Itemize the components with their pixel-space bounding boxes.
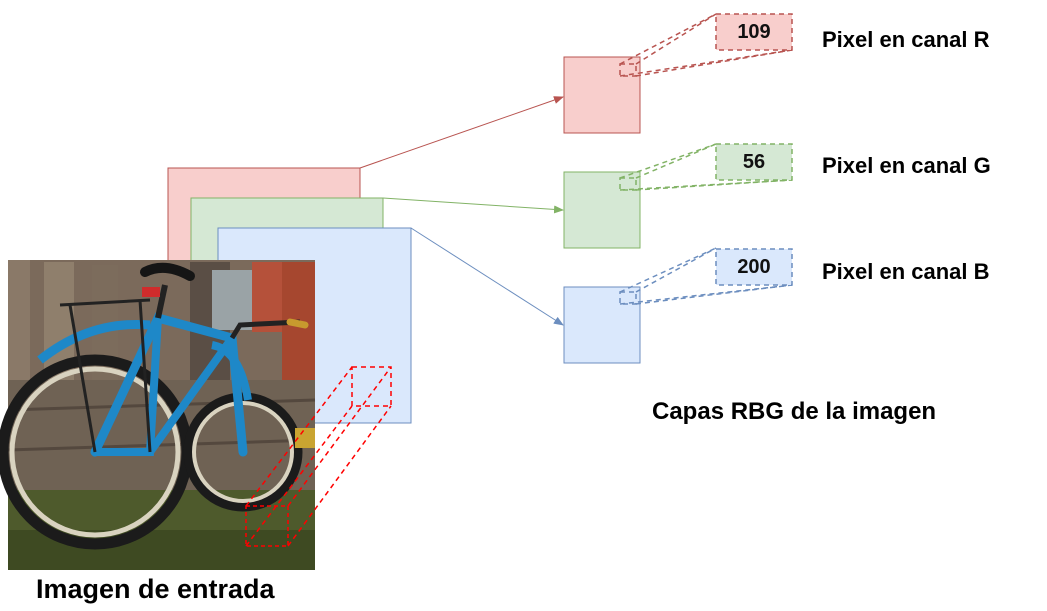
channel-label-g: Pixel en canal G [822, 153, 991, 178]
arrow-to-b [410, 227, 564, 326]
pixel-value-b: 200 [737, 255, 771, 278]
channel-label-b: Pixel en canal B [822, 259, 990, 284]
zoom-b [619, 247, 793, 305]
input-caption: Imagen de entrada [36, 574, 275, 604]
layers-caption: Capas RBG de la imagen [652, 398, 937, 425]
channel-square-g [563, 171, 641, 249]
value-box-r [715, 13, 793, 51]
pixel-value-r: 109 [737, 20, 771, 43]
zoom-g [619, 143, 793, 191]
arrow-to-g [382, 197, 564, 214]
sample-pixel-box [245, 505, 289, 547]
channel-label-r: Pixel en canal R [822, 27, 990, 52]
channel-square-b [563, 286, 641, 364]
projection-lines [245, 366, 392, 547]
input-photo [0, 260, 316, 570]
value-box-b [715, 248, 793, 286]
layer-pixel-box [351, 366, 392, 407]
bicycle-illustration [0, 262, 309, 550]
value-box-g [715, 143, 793, 181]
zoom-r [619, 13, 793, 77]
channel-square-r [563, 56, 641, 134]
arrow-to-r [359, 96, 564, 169]
pixel-value-g: 56 [742, 150, 766, 173]
